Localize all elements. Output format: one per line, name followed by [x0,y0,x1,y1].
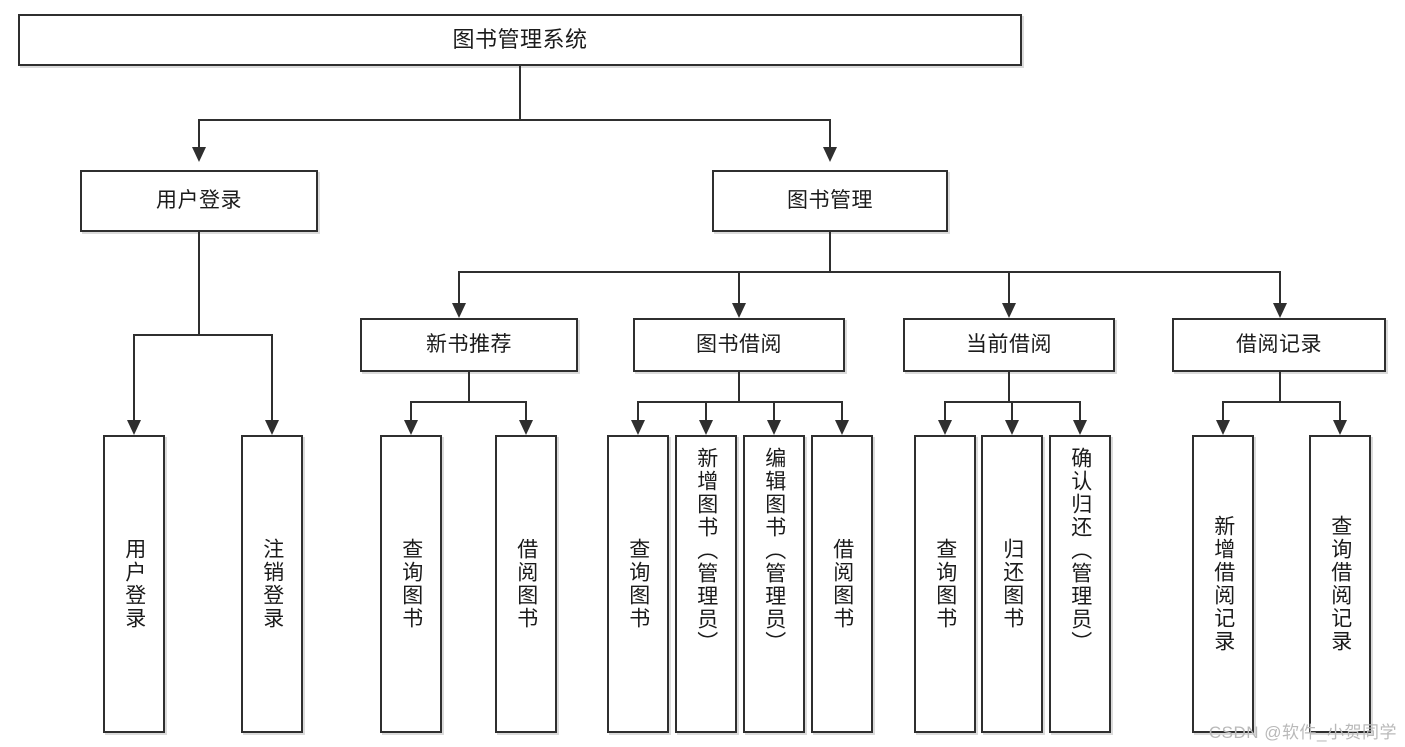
arrow-to-leaf-borrow-book-2 [835,420,849,435]
connector-user-login-drop-1 [133,334,135,420]
connector-book-borrow-stem [738,372,740,402]
connector-root-drop-left [198,119,200,147]
node-label: 查询图书 [933,538,957,630]
node-book-borrow[interactable]: 图书借阅 [633,318,845,372]
node-user-login[interactable]: 用户登录 [80,170,318,232]
node-root-system[interactable]: 图书管理系统 [18,14,1022,66]
node-label: 注销登录 [260,538,284,630]
node-label: 借阅图书 [514,538,538,630]
leaf-add-borrow-record[interactable]: 新增借阅记录 [1192,435,1254,733]
connector-user-login-bus [133,334,273,336]
connector-book-borrow-drop-3 [773,401,775,422]
node-label: 图书管理 [787,188,873,212]
leaf-user-login[interactable]: 用户登录 [103,435,165,733]
connector-book-manage-bus [458,271,1281,273]
leaf-confirm-return[interactable]: 确认归还（管理员） [1049,435,1111,733]
node-label: 确认归还（管理员） [1068,447,1092,654]
arrow-to-current-borrow [1002,303,1016,318]
node-label: 查询图书 [626,538,650,630]
arrow-to-leaf-query-record [1333,420,1347,435]
arrow-to-book-manage [823,147,837,162]
arrow-to-borrow-record [1273,303,1287,318]
arrow-to-leaf-edit-book [767,420,781,435]
connector-root-drop-right [829,119,831,147]
connector-borrow-record-bus [1222,401,1341,403]
connector-book-manage-stem [829,232,831,272]
node-current-borrow[interactable]: 当前借阅 [903,318,1115,372]
arrow-to-user-login [192,147,206,162]
watermark: CSDN @软件_小贺同学 [1208,723,1397,742]
connector-book-manage-drop-1 [458,271,460,303]
connector-current-borrow-stem [1008,372,1010,402]
connector-current-borrow-drop-3 [1079,401,1081,422]
connector-book-manage-drop-3 [1008,271,1010,303]
node-label: 新增图书（管理员） [694,447,718,654]
arrow-to-leaf-borrow-book-1 [519,420,533,435]
node-label: 当前借阅 [966,332,1052,356]
node-label: 图书借阅 [696,332,782,356]
node-label: 用户登录 [156,188,242,212]
connector-new-book-bus [410,401,527,403]
connector-book-borrow-drop-2 [705,401,707,422]
arrow-to-leaf-return-book [1005,420,1019,435]
connector-new-book-drop-2 [525,401,527,422]
node-label: 查询图书 [399,538,423,630]
node-label: 借阅记录 [1236,332,1322,356]
connector-book-manage-drop-4 [1279,271,1281,303]
node-label: 图书管理系统 [452,27,588,53]
node-book-manage[interactable]: 图书管理 [712,170,948,232]
arrow-to-leaf-logout [265,420,279,435]
leaf-query-book-current[interactable]: 查询图书 [914,435,976,733]
connector-borrow-record-drop-1 [1222,401,1224,422]
leaf-borrow-book[interactable]: 借阅图书 [811,435,873,733]
leaf-query-borrow-record[interactable]: 查询借阅记录 [1309,435,1371,733]
connector-borrow-record-stem [1279,372,1281,402]
node-new-book-recommend[interactable]: 新书推荐 [360,318,578,372]
arrow-to-leaf-add-book [699,420,713,435]
node-label: 编辑图书（管理员） [762,447,786,654]
connector-user-login-drop-2 [271,334,273,420]
connector-current-borrow-drop-2 [1011,401,1013,422]
connector-user-login-stem [198,232,200,335]
connector-book-manage-drop-2 [738,271,740,303]
connector-book-borrow-drop-4 [841,401,843,422]
arrow-to-new-book-recommend [452,303,466,318]
node-label: 用户登录 [122,538,146,630]
connector-new-book-stem [468,372,470,402]
arrow-to-leaf-confirm-return [1073,420,1087,435]
leaf-edit-book[interactable]: 编辑图书（管理员） [743,435,805,733]
leaf-query-book-recommend[interactable]: 查询图书 [380,435,442,733]
leaf-add-book[interactable]: 新增图书（管理员） [675,435,737,733]
connector-borrow-record-drop-2 [1339,401,1341,422]
leaf-borrow-book-recommend[interactable]: 借阅图书 [495,435,557,733]
arrow-to-leaf-query-book-2 [631,420,645,435]
arrow-to-leaf-query-book-3 [938,420,952,435]
node-label: 新书推荐 [426,332,512,356]
node-label: 归还图书 [1000,538,1024,630]
connector-root-bus [198,119,831,121]
node-borrow-record[interactable]: 借阅记录 [1172,318,1386,372]
leaf-logout[interactable]: 注销登录 [241,435,303,733]
arrow-to-leaf-user-login [127,420,141,435]
connector-new-book-drop-1 [410,401,412,422]
arrow-to-leaf-query-book-1 [404,420,418,435]
connector-current-borrow-drop-1 [944,401,946,422]
arrow-to-leaf-add-record [1216,420,1230,435]
connector-book-borrow-drop-1 [637,401,639,422]
arrow-to-book-borrow [732,303,746,318]
connector-root-stem [519,66,521,120]
leaf-query-book-borrow[interactable]: 查询图书 [607,435,669,733]
node-label: 新增借阅记录 [1211,515,1235,653]
leaf-return-book[interactable]: 归还图书 [981,435,1043,733]
connector-book-borrow-bus [637,401,842,403]
node-label: 借阅图书 [830,538,854,630]
node-label: 查询借阅记录 [1328,515,1352,653]
